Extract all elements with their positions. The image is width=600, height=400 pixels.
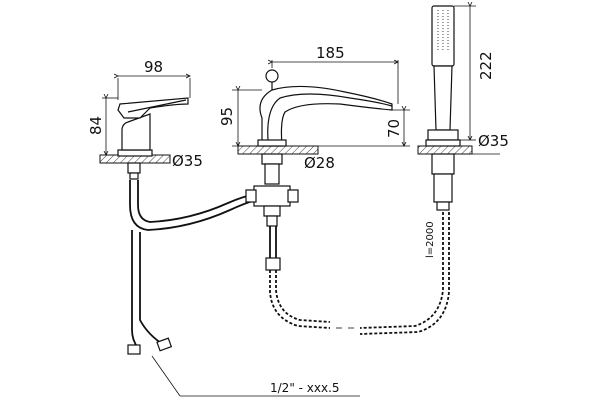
shower-hose (269, 212, 450, 335)
shower-assembly (417, 6, 500, 211)
connection-label: 1/2" - xxx.5 (270, 381, 340, 395)
mixer-supply-pipe (127, 180, 257, 355)
spout-diameter-dim: Ø28 (304, 154, 335, 172)
mixer-diameter-dim: Ø35 (172, 152, 203, 170)
spout-length-dim: 185 (316, 44, 345, 62)
connection-leader (151, 355, 360, 397)
spout-height-right-dim: 70 (385, 119, 403, 138)
shower-diameter-dim: Ø35 (478, 132, 509, 150)
shower-height-dim: 222 (477, 51, 495, 80)
spout-height-left-dim: 95 (218, 107, 236, 126)
mixer-height-dim: 84 (87, 116, 105, 135)
spout-assembly (232, 60, 410, 271)
hose-length-label: l=2000 (425, 221, 436, 258)
mixer-width-dim: 98 (144, 58, 163, 76)
shower-spray-dots (437, 10, 449, 50)
mixer-assembly (99, 76, 190, 180)
